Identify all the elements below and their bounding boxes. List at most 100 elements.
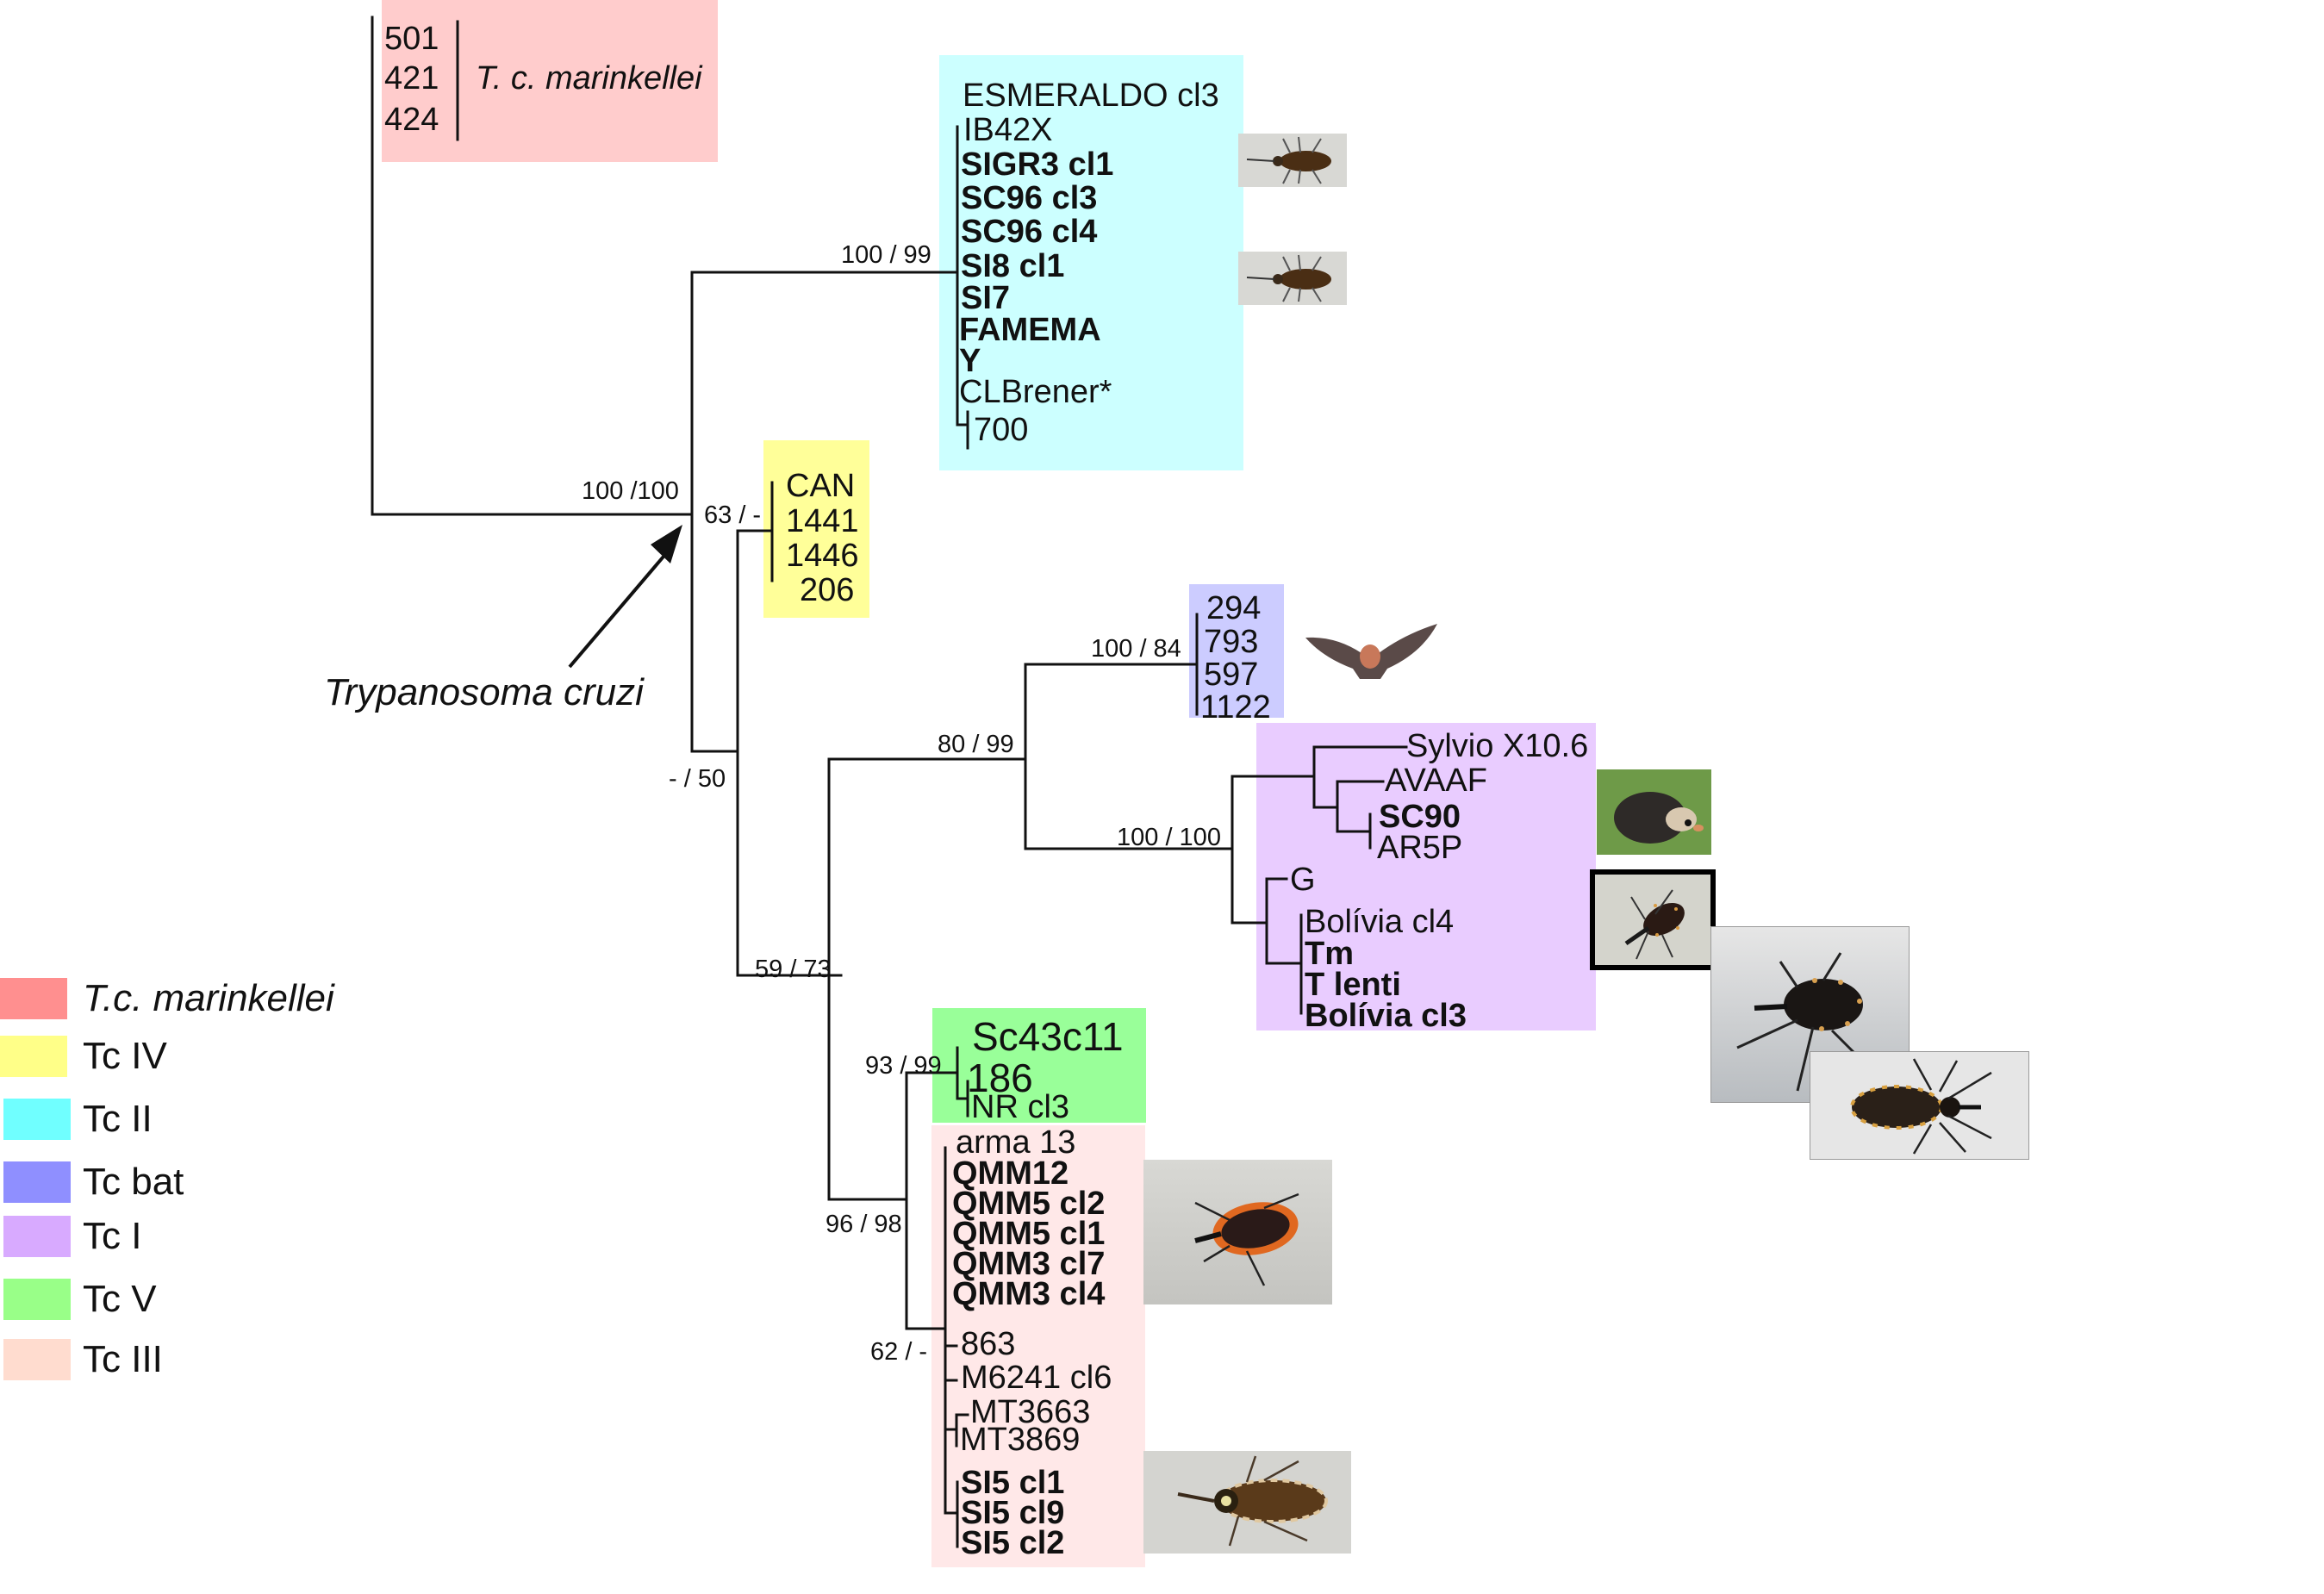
branch-tc-iii-bar <box>944 1146 959 1515</box>
clade-name-marinkellei: T. c. marinkellei <box>476 60 702 97</box>
support-value: 59 / 73 <box>755 956 832 983</box>
clade-box-tc-bat <box>1189 584 1284 718</box>
arrow-line <box>568 550 670 669</box>
bat-icon <box>1305 624 1437 679</box>
taxon-label: CAN <box>786 468 856 504</box>
triatomine-nymph-photo-2 <box>1238 252 1347 305</box>
branch-node-59-73 <box>827 757 908 1201</box>
taxon-label: SIGR3 cl1 <box>961 146 1114 183</box>
legend-label: Tc III <box>83 1338 163 1380</box>
taxon-label: 501 <box>384 21 439 57</box>
branch-node-minus-50 <box>736 529 843 977</box>
taxon-label: QMM3 cl7 <box>952 1246 1106 1282</box>
support-value: 100 / 84 <box>1091 635 1181 663</box>
taxon-label: QMM5 cl2 <box>952 1186 1106 1222</box>
branch-tc-i-sylvio <box>1312 745 1339 809</box>
bug-icon <box>1736 952 1863 1092</box>
legend-swatch <box>3 1279 71 1320</box>
taxon-label: ESMERALDO cl3 <box>963 78 1219 114</box>
taxon-label: SC90 <box>1379 799 1461 835</box>
support-value: 62 / - <box>870 1338 928 1366</box>
clade-box-marinkellei <box>382 0 718 162</box>
taxon-label: 700 <box>974 412 1029 448</box>
branch-bat-tci <box>1024 663 1234 850</box>
taxon-label: M6241 cl6 <box>961 1360 1112 1396</box>
opossum-photo <box>1597 769 1711 855</box>
support-value: 100 / 100 <box>1117 824 1221 851</box>
taxon-label: SI5 cl1 <box>961 1465 1065 1501</box>
taxon-label: 1441 <box>786 503 859 539</box>
taxon-label: 793 <box>1204 624 1259 660</box>
branch-tc-v-iii <box>905 1071 945 1330</box>
taxon-label: T lenti <box>1305 967 1401 1003</box>
taxon-label: G <box>1290 862 1316 898</box>
support-value: 100 / 99 <box>841 241 931 269</box>
triatomine-brown-photo <box>1143 1451 1351 1554</box>
taxon-label: AR5P <box>1377 830 1463 866</box>
branch-tc-ii-bar <box>956 125 969 427</box>
taxon-label: QMM5 cl1 <box>952 1216 1106 1252</box>
legend-swatch <box>0 1036 67 1077</box>
legend-swatch <box>0 978 67 1019</box>
triatomine-red-photo <box>1143 1160 1332 1304</box>
taxon-label: 597 <box>1204 657 1259 693</box>
taxon-label: QMM3 cl4 <box>952 1276 1106 1312</box>
support-value: 63 / - <box>704 501 762 529</box>
clade-box-tc-ii <box>939 55 1243 470</box>
bug-icon <box>1177 1455 1328 1547</box>
taxon-label: SI8 cl1 <box>961 248 1065 284</box>
triatomine-striped-photo <box>1810 1051 2029 1160</box>
taxon-label: Y <box>959 343 981 379</box>
taxon-label: AVAAF <box>1385 763 1487 799</box>
trypanosoma-cruzi-annotation: Trypanosoma cruzi <box>324 671 644 713</box>
taxon-label: IB42X <box>963 112 1053 148</box>
support-value: 80 / 99 <box>938 731 1014 758</box>
taxon-label: 1122 <box>1200 689 1271 725</box>
opossum-icon <box>1614 792 1704 844</box>
bug-icon <box>1850 1058 1992 1155</box>
taxon-label: Sylvio X10.6 <box>1406 728 1589 764</box>
clade-box-tc-iii <box>931 1125 1145 1567</box>
taxon-label: SI7 <box>961 280 1011 316</box>
taxon-label: SC96 cl4 <box>961 214 1098 250</box>
support-value: 100 /100 <box>582 477 679 505</box>
taxon-label: 421 <box>384 60 439 97</box>
legend-swatch <box>3 1216 71 1257</box>
taxon-label: Tm <box>1305 936 1354 972</box>
branch-tc-v-bar <box>956 1046 969 1100</box>
legend-label: Tc IV <box>83 1035 167 1077</box>
branch-tc-i-node <box>1231 775 1268 925</box>
branch-cruzi-node <box>690 271 739 753</box>
taxon-label: SI5 cl9 <box>961 1495 1065 1531</box>
taxon-label: FAMEMA <box>959 312 1101 348</box>
legend-label: Tc bat <box>83 1161 184 1203</box>
legend-swatch <box>3 1161 71 1203</box>
bat-photo <box>1301 619 1439 683</box>
taxon-label: Sc43c11 <box>972 1014 1124 1059</box>
bug-icon <box>1194 1192 1299 1286</box>
legend-label: Tc V <box>83 1278 157 1320</box>
triatomine-framed-photo <box>1590 869 1716 970</box>
taxon-label: Bolívia cl4 <box>1305 904 1455 940</box>
legend-swatch <box>3 1339 71 1380</box>
support-value: 93 / 99 <box>865 1052 942 1080</box>
triatomine-nymph-photo-1 <box>1238 134 1347 187</box>
taxon-label: MT3663 <box>970 1394 1091 1430</box>
arrow-head-icon <box>651 525 682 564</box>
branch-tc-i-g-node <box>1265 877 1303 965</box>
legend-swatch <box>3 1099 71 1140</box>
legend-label: T.c. marinkellei <box>83 977 334 1019</box>
legend-label: Tc I <box>83 1215 142 1257</box>
taxon-label: arma 13 <box>956 1124 1076 1161</box>
clade-box-tc-iv <box>763 440 869 618</box>
taxon-label: 1446 <box>786 538 859 574</box>
taxon-label: CLBrener* <box>959 374 1112 410</box>
taxon-label: 863 <box>961 1326 1016 1362</box>
taxon-label: SI5 cl2 <box>961 1525 1065 1561</box>
bug-icon <box>1246 136 1331 184</box>
taxon-label: 206 <box>800 572 855 608</box>
bug-icon <box>1246 254 1331 302</box>
taxon-label: QMM12 <box>952 1155 1069 1192</box>
taxon-label: SC96 cl3 <box>961 180 1098 216</box>
